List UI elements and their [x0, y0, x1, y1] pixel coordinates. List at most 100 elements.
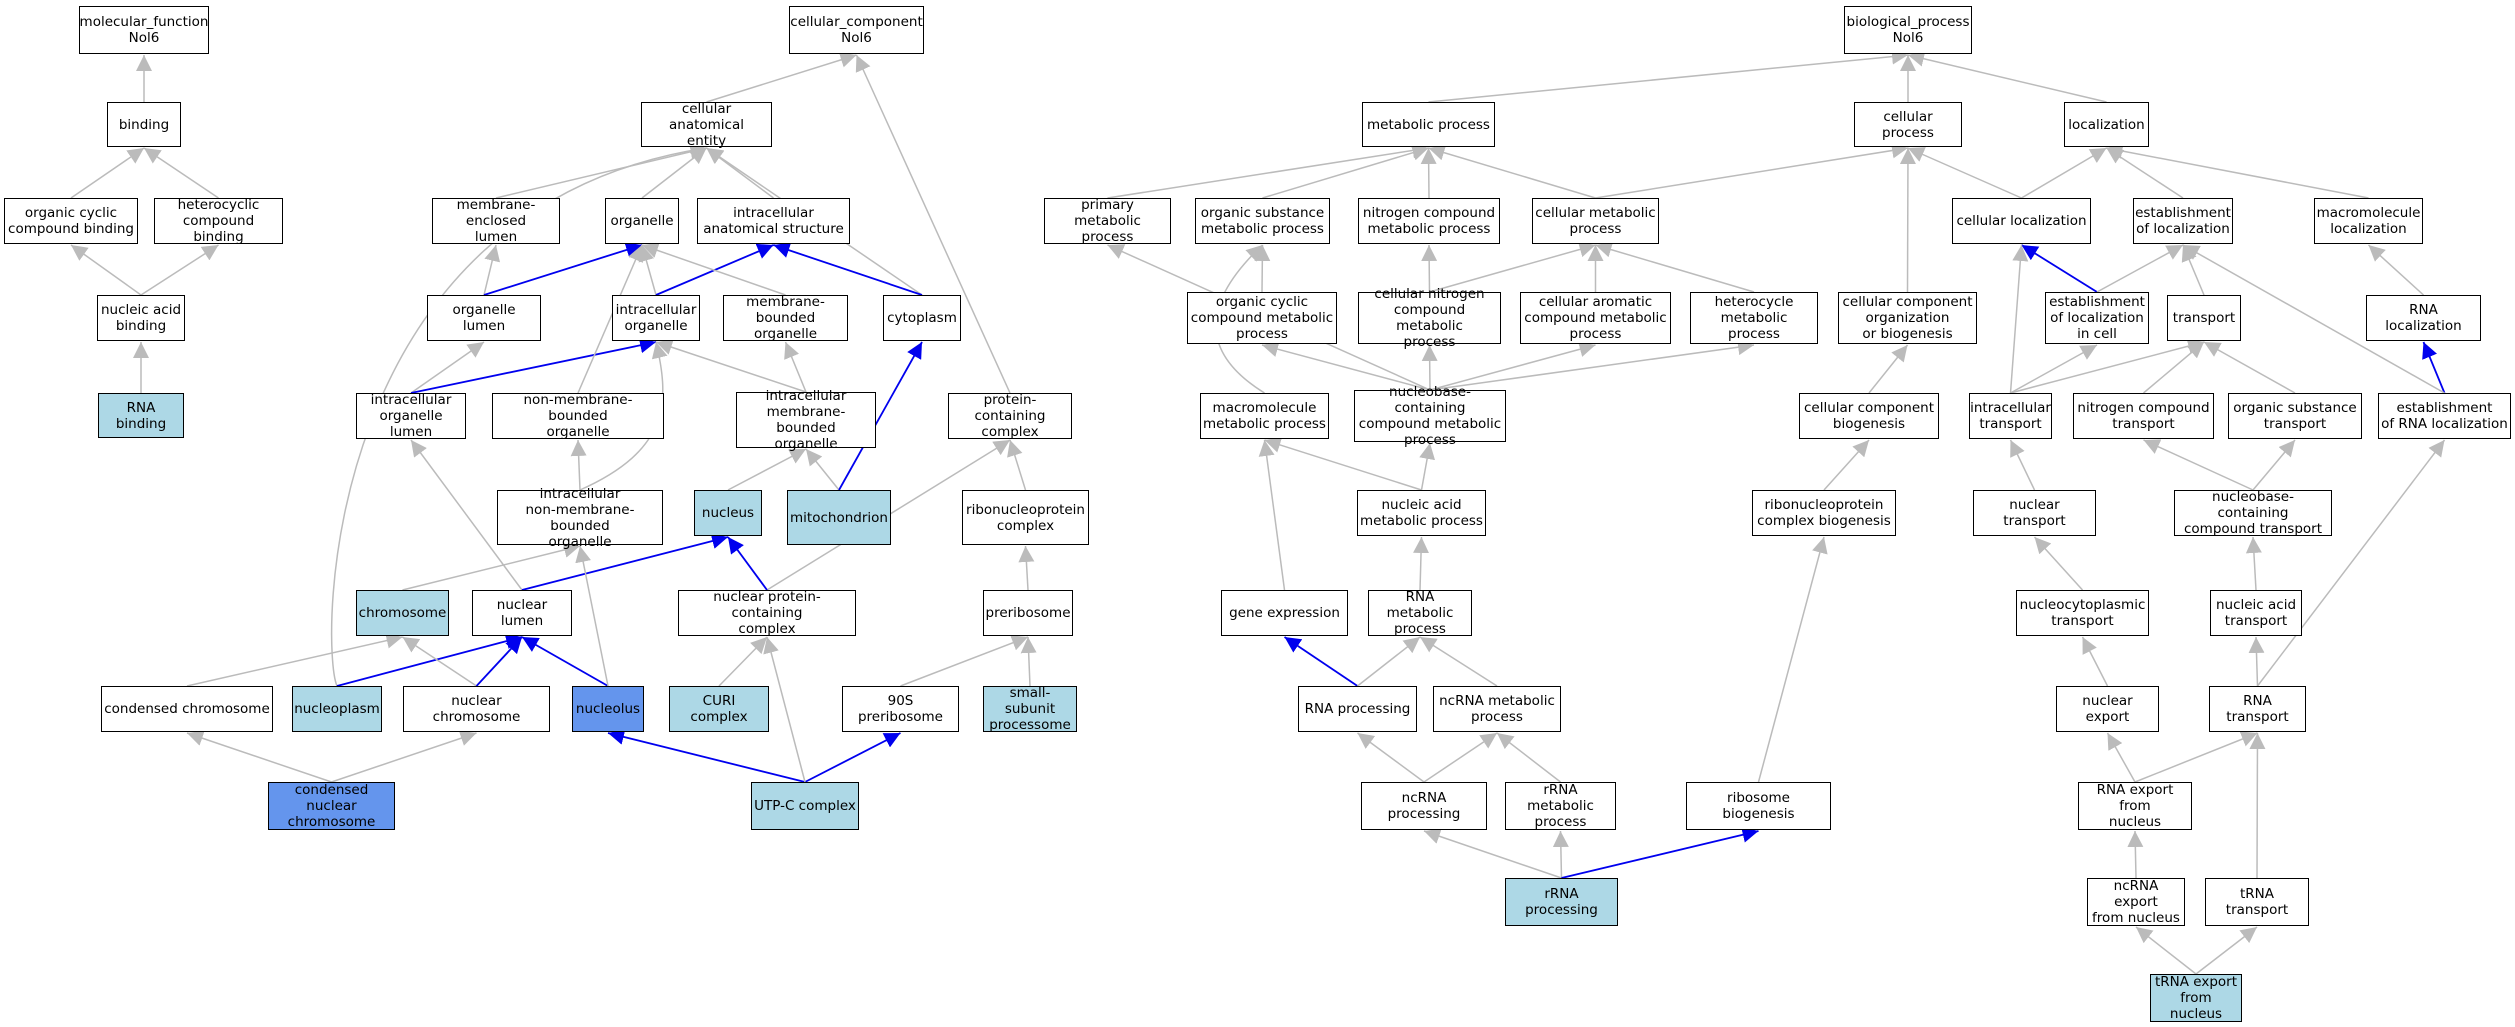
- node-nucleobase-containing-compound-transport[interactable]: nucleobase-containing compound transport: [2174, 489, 2332, 537]
- node-condensed-nuclear-chromosome[interactable]: condensed nuclear chromosome: [268, 782, 395, 830]
- edge-ribosome-biogenesis-to-ribonucleoprotein-complex-biogenesis: [1757, 536, 1828, 783]
- node-biological-process-root[interactable]: biological_process Nol6: [1844, 6, 1972, 54]
- node-utp-c-complex[interactable]: UTP-C complex: [751, 782, 859, 830]
- node-primary-metabolic-process[interactable]: primary metabolic process: [1044, 197, 1171, 245]
- node-rna-localization[interactable]: RNA localization: [2366, 295, 2481, 341]
- node-organic-cyclic-compound-metabolic-process[interactable]: organic cyclic compound metabolic proces…: [1187, 292, 1337, 344]
- node-ncrna-metabolic-process[interactable]: ncRNA metabolic process: [1433, 686, 1561, 732]
- edge-nucleic-acid-transport-to-nucleobase-containing-compound-transport: [2245, 536, 2262, 591]
- node-chromosome[interactable]: chromosome: [356, 590, 449, 636]
- node-condensed-chromosome[interactable]: condensed chromosome: [101, 686, 273, 732]
- node-nuclear-protein-containing-complex[interactable]: nuclear protein-containing complex: [678, 589, 856, 637]
- node-organelle[interactable]: organelle: [605, 198, 679, 244]
- node-ribonucleoprotein-complex[interactable]: ribonucleoprotein complex: [962, 490, 1089, 545]
- edge-preribosome-90s-to-preribosome: [900, 635, 1029, 687]
- node-trna-transport[interactable]: tRNA transport: [2205, 878, 2309, 926]
- node-ribosome-biogenesis[interactable]: ribosome biogenesis: [1686, 782, 1831, 830]
- node-cellular-component-root[interactable]: cellular_component Nol6: [789, 6, 924, 54]
- node-nuclear-lumen[interactable]: nuclear lumen: [472, 590, 572, 636]
- node-nucleic-acid-transport[interactable]: nucleic acid transport: [2210, 590, 2302, 636]
- node-curi-complex[interactable]: CURI complex: [669, 686, 769, 732]
- node-establishment-of-localization-in-cell[interactable]: establishment of localization in cell: [2045, 292, 2149, 344]
- node-organic-substance-transport[interactable]: organic substance transport: [2228, 393, 2362, 439]
- node-preribosome[interactable]: preribosome: [983, 590, 1073, 636]
- node-establishment-of-localization[interactable]: establishment of localization: [2133, 198, 2233, 244]
- node-gene-expression[interactable]: gene expression: [1221, 590, 1348, 636]
- node-rrna-processing[interactable]: rRNA processing: [1505, 878, 1618, 926]
- node-nucleocytoplasmic-transport[interactable]: nucleocytoplasmic transport: [2016, 590, 2149, 636]
- node-cellular-nitrogen-compound-metabolic-process[interactable]: cellular nitrogen compound metabolic pro…: [1358, 286, 1501, 350]
- node-nucleoplasm[interactable]: nucleoplasm: [292, 686, 382, 732]
- edge-localization-to-bp-root: [1907, 50, 2107, 103]
- node-rna-export-from-nucleus[interactable]: RNA export from nucleus: [2078, 782, 2192, 830]
- node-ribonucleoprotein-complex-biogenesis[interactable]: ribonucleoprotein complex biogenesis: [1752, 490, 1896, 536]
- node-heterocyclic-compound-binding[interactable]: heterocyclic compound binding: [154, 197, 283, 245]
- node-localization[interactable]: localization: [2064, 102, 2149, 147]
- edge-establishment-of-localization-in-cell-to-establishment-of-localization: [2096, 244, 2184, 293]
- node-intracellular-organelle[interactable]: intracellular organelle: [612, 295, 700, 341]
- edge-small-subunit-processome-to-preribosome: [1020, 636, 1037, 687]
- node-macromolecule-metabolic-process[interactable]: macromolecule metabolic process: [1200, 393, 1329, 439]
- edge-ncrna-processing-to-ncrna-metabolic-process: [1423, 732, 1498, 783]
- node-cellular-component-biogenesis[interactable]: cellular component biogenesis: [1799, 393, 1939, 439]
- node-nitrogen-compound-metabolic-process[interactable]: nitrogen compound metabolic process: [1358, 198, 1500, 244]
- node-nuclear-export[interactable]: nuclear export: [2056, 686, 2159, 732]
- node-intracellular-organelle-lumen[interactable]: intracellular organelle lumen: [356, 392, 466, 440]
- node-nucleic-acid-metabolic-process[interactable]: nucleic acid metabolic process: [1357, 490, 1486, 536]
- node-rna-processing[interactable]: RNA processing: [1298, 686, 1417, 732]
- node-binding[interactable]: binding: [107, 102, 181, 147]
- node-90s-preribosome[interactable]: 90S preribosome: [842, 686, 959, 732]
- node-protein-containing-complex[interactable]: protein-containing complex: [948, 392, 1072, 440]
- edge-condensed-nuclear-chromosome-to-condensed-chromosome: [186, 730, 332, 783]
- node-macromolecule-localization[interactable]: macromolecule localization: [2314, 198, 2423, 244]
- node-ncrna-export-from-nucleus[interactable]: ncRNA export from nucleus: [2087, 878, 2185, 926]
- node-trna-export-from-nucleus[interactable]: tRNA export from nucleus: [2150, 974, 2242, 1022]
- edge-cellular-nitrogen-compound-metabolic-process-to-cellular-metabolic-process: [1429, 241, 1596, 293]
- node-nuclear-chromosome[interactable]: nuclear chromosome: [403, 686, 550, 732]
- node-cellular-localization[interactable]: cellular localization: [1952, 198, 2091, 244]
- node-intracellular-membrane-bounded-organelle[interactable]: intracellular membrane-bounded organelle: [736, 388, 876, 452]
- node-small-subunit-processome[interactable]: small-subunit processome: [983, 685, 1077, 733]
- node-heterocycle-metabolic-process[interactable]: heterocycle metabolic process: [1690, 292, 1818, 344]
- node-establishment-of-rna-localization[interactable]: establishment of RNA localization: [2378, 393, 2511, 439]
- node-membrane-bounded-organelle[interactable]: membrane-bounded organelle: [723, 294, 848, 342]
- node-nucleolus[interactable]: nucleolus: [572, 686, 644, 732]
- node-cellular-anatomical-entity[interactable]: cellular anatomical entity: [641, 101, 772, 149]
- edge-cellular-metabolic-process-to-cellular-process: [1595, 142, 1909, 199]
- node-nuclear-transport[interactable]: nuclear transport: [1973, 490, 2096, 536]
- node-membrane-enclosed-lumen[interactable]: membrane-enclosed lumen: [432, 197, 560, 245]
- node-cellular-process[interactable]: cellular process: [1854, 102, 1962, 147]
- node-rna-binding[interactable]: RNA binding: [98, 393, 184, 438]
- node-rrna-metabolic-process[interactable]: rRNA metabolic process: [1505, 782, 1616, 830]
- node-intracellular-anatomical-structure[interactable]: intracellular anatomical structure: [697, 198, 850, 244]
- node-rna-metabolic-process[interactable]: RNA metabolic process: [1368, 589, 1472, 637]
- edge-establishment-of-localization-in-cell-to-cellular-localization: [2021, 244, 2098, 293]
- node-organic-substance-metabolic-process[interactable]: organic substance metabolic process: [1195, 198, 1330, 244]
- node-rna-transport[interactable]: RNA transport: [2209, 686, 2306, 732]
- node-nitrogen-compound-transport[interactable]: nitrogen compound transport: [2073, 393, 2214, 439]
- edge-condensed-chromosome-to-chromosome: [186, 632, 403, 687]
- node-cytoplasm[interactable]: cytoplasm: [883, 295, 961, 341]
- node-intracellular-non-membrane-bounded-organelle[interactable]: intracellular non-membrane-bounded organ…: [497, 486, 663, 550]
- node-molecular-function-root[interactable]: molecular_function Nol6: [79, 6, 209, 54]
- node-cellular-component-organization-or-biogenesis[interactable]: cellular component organization or bioge…: [1838, 292, 1977, 344]
- edge-cytoplasm-to-intracellular-anatomical-structure: [773, 242, 923, 296]
- node-cellular-metabolic-process[interactable]: cellular metabolic process: [1532, 198, 1659, 244]
- node-organic-cyclic-compound-binding[interactable]: organic cyclic compound binding: [4, 198, 138, 244]
- edge-cellular-component-biogenesis-to-cellular-component-organization-or-biogenesis: [1868, 344, 1909, 394]
- node-intracellular-transport[interactable]: intracellular transport: [1969, 393, 2052, 439]
- edge-cellular-localization-to-localization: [2021, 147, 2107, 199]
- node-cellular-aromatic-compound-metabolic-process[interactable]: cellular aromatic compound metabolic pro…: [1520, 292, 1671, 344]
- node-nucleic-acid-binding[interactable]: nucleic acid binding: [97, 295, 185, 341]
- edge-intracellular-organelle-lumen-to-intracellular-organelle: [410, 337, 657, 394]
- edge-organic-cyclic-compound-metabolic-process-to-organic-substance-metabolic-process: [1254, 244, 1271, 293]
- edge-nitrogen-compound-metabolic-process-to-metabolic-process: [1420, 147, 1437, 199]
- node-non-membrane-bounded-organelle[interactable]: non-membrane-bounded organelle: [492, 392, 664, 440]
- node-transport[interactable]: transport: [2167, 295, 2241, 341]
- node-nucleus[interactable]: nucleus: [694, 490, 762, 536]
- node-metabolic-process[interactable]: metabolic process: [1362, 102, 1495, 147]
- node-mitochondrion[interactable]: mitochondrion: [787, 490, 891, 545]
- node-ncrna-processing[interactable]: ncRNA processing: [1361, 782, 1487, 830]
- node-nucleobase-containing-compound-metabolic-process[interactable]: nucleobase-containing compound metabolic…: [1354, 384, 1506, 448]
- node-organelle-lumen[interactable]: organelle lumen: [427, 295, 541, 341]
